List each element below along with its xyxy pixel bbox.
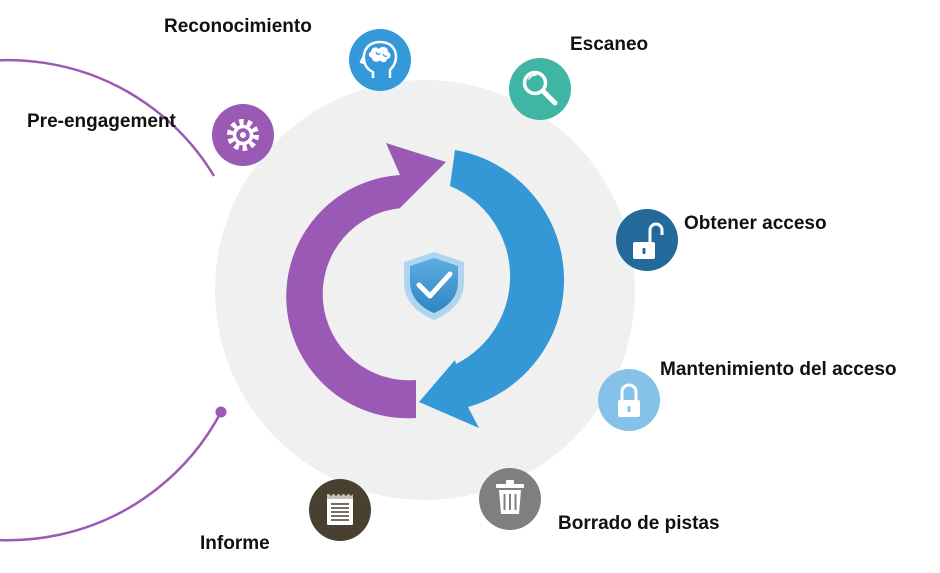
stage-borrado-de-pistas xyxy=(479,468,541,530)
stage-escaneo xyxy=(509,58,571,120)
gear-icon xyxy=(227,119,259,151)
label-mantenimiento-del-acceso: Mantenimiento del acceso xyxy=(660,359,897,380)
shield-check-icon xyxy=(404,252,464,320)
label-pre-engagement: Pre-engagement xyxy=(27,111,176,132)
stage-mantenimiento-del-acceso xyxy=(598,369,660,431)
label-escaneo: Escaneo xyxy=(570,34,649,55)
label-obtener-acceso: Obtener acceso xyxy=(684,213,827,234)
brain-head-icon xyxy=(359,40,398,78)
label-reconocimiento: Reconocimiento xyxy=(164,16,312,37)
stage-obtener-acceso xyxy=(616,209,678,271)
cycle-arrow-right xyxy=(419,150,565,428)
magnifier-icon xyxy=(522,70,558,106)
unlocked-padlock-icon xyxy=(633,222,664,259)
stage-reconocimiento xyxy=(349,29,411,91)
label-borrado-de-pistas: Borrado de pistas xyxy=(558,513,720,534)
ring-end-dot xyxy=(215,406,227,418)
cycle-arrow-left xyxy=(286,143,446,419)
stage-pre-engagement xyxy=(212,104,274,166)
stage-informe xyxy=(309,479,371,541)
locked-padlock-icon xyxy=(618,383,640,417)
outer-ring xyxy=(0,58,223,542)
notepad-icon xyxy=(327,492,353,525)
trash-can-icon xyxy=(496,480,524,514)
label-informe: Informe xyxy=(200,533,270,554)
